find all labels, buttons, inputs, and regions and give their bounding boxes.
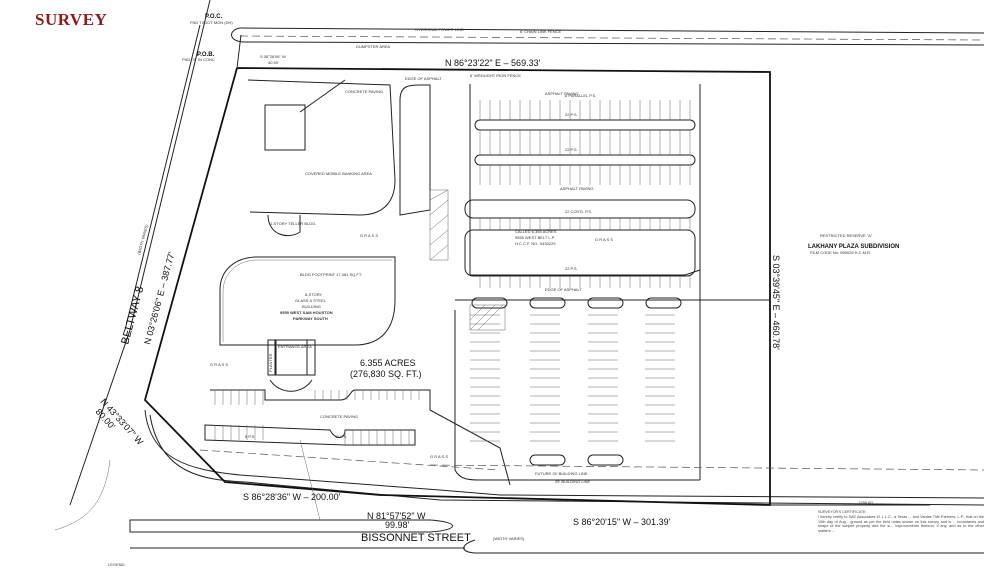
building-desc-3: BUILDING [302,304,321,309]
label-ps-22-covd: 22 COV'D. P.S. [565,209,592,214]
building-desc-1: 8-STORY [305,292,323,297]
label-dumpster: DUMPSTER AREA [356,44,391,49]
label-ps-22-a: 22 P.S. [565,112,578,117]
surveyor-certificate: SURVEYOR'S CERTIFICATE: I hereby certify… [770,504,984,533]
parking-stalls [214,100,691,445]
label-iron-fence: 6' WROUGHT IRON FENCE [470,73,521,78]
north-bearing: N 86°23'22" E – 569.33' [445,58,541,68]
label-ps-8: 8 P.S. [245,434,255,439]
label-ps-22-c: 22 P.S. [565,266,578,271]
called-owner: 9555 WEST BELT L.P. [515,235,555,240]
poc-note: FND TXDOT MON (DH) [190,20,233,25]
legend-label: LEGEND: [108,562,126,567]
site-improvements [199,79,984,521]
label-ps-11: 11 P.S. [335,434,347,439]
reserve-line-1: RESTRICTED RESERVE "A" [820,233,873,238]
survey-title: SURVEY [35,10,108,29]
label-chain-fence: 6' CHAIN LINK FENCE [520,29,562,34]
label-concrete-paving: CONCRETE PAVING [345,89,383,94]
label-grass-south: G R A S S [430,454,448,459]
entrance-area: ENTRANCE AREA [278,344,312,349]
area-sqft: (276,830 SQ. FT.) [350,369,422,379]
label-planter: PLANTER [268,353,273,372]
property-boundary [143,67,771,506]
beltway-8-road [54,0,211,531]
label-future-building-line: FUTURE 25' BUILDING LINE [535,471,588,476]
reserve-line-2: LAKHANY PLAZA SUBDIVISION [808,244,899,250]
pob-label: P.O.B. [197,52,215,58]
label-overhead-power: OVERHEAD POWER LINE [415,27,464,32]
label-asphalt-paving: ASPHALT PAVING [545,91,579,96]
called-acres: CALLED 6.355 ACRES [515,229,557,234]
reserve-line-3: FILM CODE No. 599026 H.C.M.R. [810,250,871,255]
label-parallel-ps: 8 PARALLEL P.S. [565,93,596,98]
bissonnet-street [129,409,984,554]
poc-label: P.O.C. [205,14,223,20]
label-edge-asphalt: EDGE OF ASPHALT [405,76,442,81]
beltway-8-label: BELTWAY 8 [119,285,146,346]
covered-banking: COVERED MOBILE BANKING AREA [305,171,372,176]
called-hccf: H.C.C.F. NO. X430229 [515,241,556,246]
bissonnet-street-label: BISSONNET STREET [361,532,471,544]
teller-building: 1-STORY TELLER BLDG. [270,221,316,226]
pob-tie-bearing: S 08°26'06" W [260,54,286,59]
building-desc-2: GLASS & STEEL [295,298,327,303]
south-bearing-1: S 86°28'36" W – 200.00' [243,492,341,502]
label-dist-1288: 1288.60' [858,500,873,505]
building-address-1: 9555 WEST SAM HOUSTON [280,310,333,315]
label-edge-asphalt-2: EDGE OF ASPHALT [545,287,582,292]
label-grass-mid: G R A S S [360,233,378,238]
label-ps-22-b: 22 P.S. [565,147,578,152]
label-building-line: 25' BUILDING LINE [555,479,591,484]
building-footprint: BLDG FOOTPRINT 17,461 SQ.FT. [300,272,362,277]
west-bearing: N 03°26'06" E – 387.77' [142,251,176,346]
label-grass-west: G R A S S [210,362,228,367]
building-address-2: PARKWAY SOUTH [293,316,328,321]
label-concrete-paving-south: CONCRETE PAVING [320,414,358,419]
south-distance-2: 99.98' [385,520,410,530]
south-bearing-2: N 81°57'52" W [367,511,426,521]
certificate-heading: SURVEYOR'S CERTIFICATE: [818,510,866,514]
east-bearing: S 03°39'45" E – 460.78' [771,255,781,350]
north-road [231,27,984,46]
pob-note: FND "X" IN CONC [182,57,215,62]
south-bearing-3: S 86°20'15" W – 301.39' [573,517,671,527]
certificate-body: I hereby certify to SAE Associates III, … [818,515,984,533]
label-asphalt-paving-2: ASPHALT PAVING [560,186,594,191]
area-acres: 6.355 ACRES [360,358,416,368]
pob-tie-distance: 40.90' [268,60,279,65]
bissonnet-width: (WIDTH VARIES) [493,536,525,541]
label-grass-east: G R A S S [595,237,613,242]
